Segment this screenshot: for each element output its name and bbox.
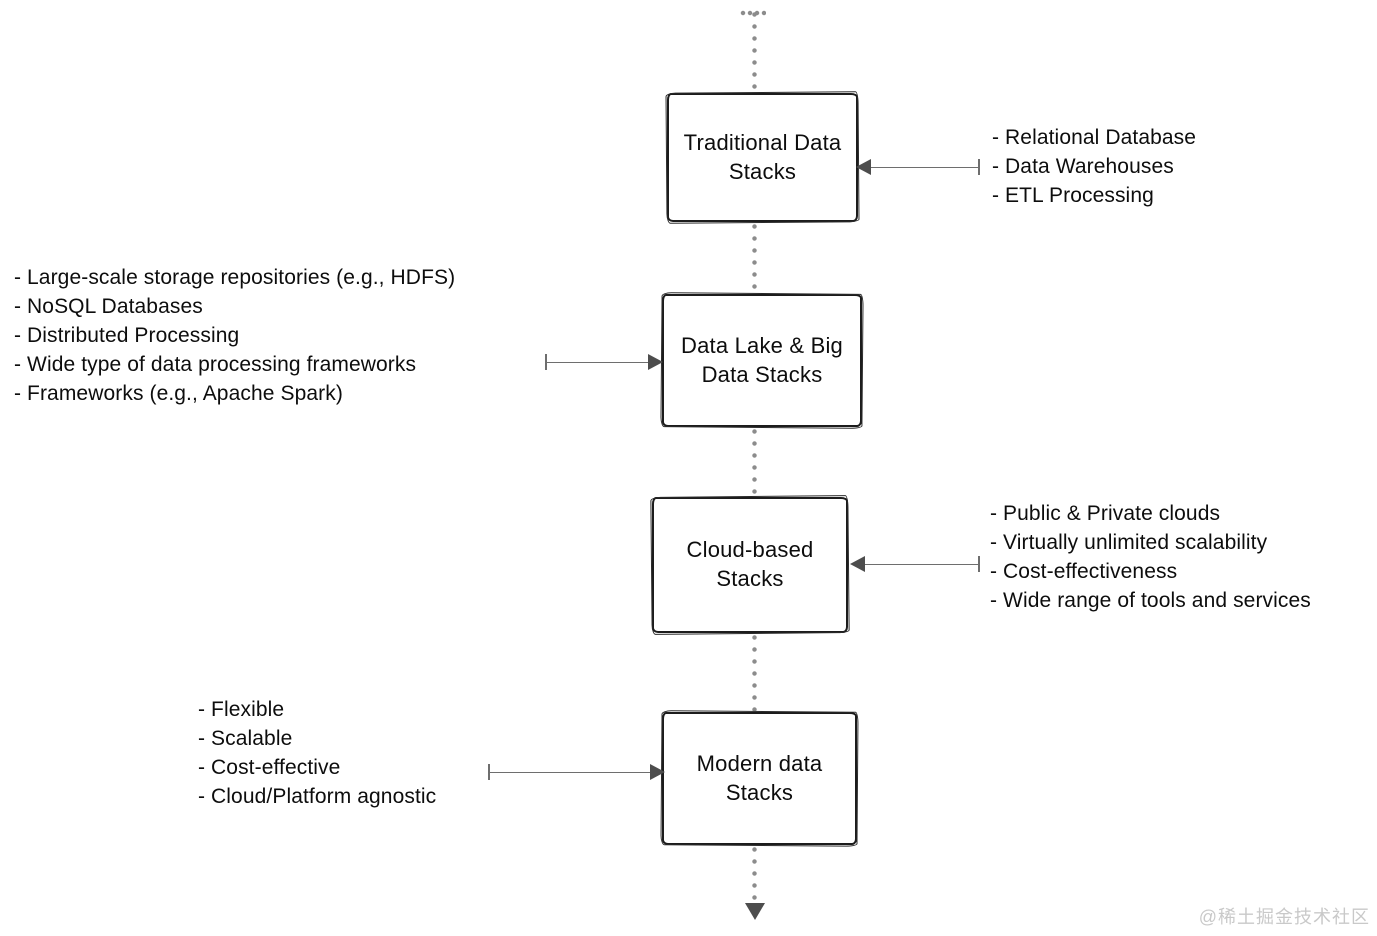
node-label: Cloud-based Stacks — [686, 537, 814, 591]
dotted-connector-segment — [752, 429, 757, 496]
arrow-to-data-lake-stacks — [545, 354, 663, 370]
arrow-to-traditional-data-stacks — [856, 159, 980, 175]
annotation-item: - Data Warehouses — [992, 155, 1174, 178]
annotation-item: - Cloud/Platform agnostic — [198, 785, 437, 808]
arrow-to-cloud-based-stacks — [850, 556, 980, 572]
annotation-list-traditional: - Relational Database - Data Warehouses … — [992, 123, 1196, 210]
arrow-down-icon — [745, 903, 765, 920]
annotation-item: - Virtually unlimited scalability — [990, 531, 1268, 554]
arrow-shaft — [865, 563, 978, 565]
annotation-list-data-lake: - Large-scale storage repositories (e.g.… — [14, 263, 455, 408]
annotation-item: - Frameworks (e.g., Apache Spark) — [14, 382, 343, 405]
watermark: @稀土掘金技术社区 — [1198, 907, 1370, 927]
arrow-tail-tick — [978, 159, 980, 175]
node-label: Modern data Stacks — [696, 750, 823, 805]
dotted-connector-segment — [752, 635, 757, 711]
node-cloud-based-stacks: Cloud-based Stacks — [652, 497, 848, 633]
dotted-connector-segment — [752, 12, 757, 92]
arrow-tail-tick — [545, 354, 547, 370]
dotted-connector-segment — [752, 847, 757, 904]
arrowhead-left-icon — [850, 556, 865, 572]
node-label: Traditional Data Stacks — [683, 129, 842, 184]
arrowhead-left-icon — [856, 159, 871, 175]
annotation-item: - Wide range of tools and services — [990, 589, 1311, 612]
arrow-tail-tick — [978, 556, 980, 572]
arrow-shaft — [871, 166, 978, 168]
arrowhead-right-icon — [648, 354, 663, 370]
annotation-item: - ETL Processing — [992, 184, 1154, 207]
annotation-item: - Wide type of data processing framework… — [14, 353, 417, 376]
annotation-list-cloud-based: - Public & Private clouds - Virtually un… — [990, 499, 1311, 615]
arrow-tail-tick — [488, 764, 490, 780]
annotation-item: - Scalable — [198, 727, 293, 750]
arrow-shaft — [490, 771, 650, 773]
node-label: Data Lake & Big Data Stacks — [681, 332, 843, 387]
node-modern-data-stacks: Modern data Stacks — [662, 712, 857, 845]
dotted-connector-segment — [752, 224, 757, 293]
annotation-item: - Flexible — [198, 698, 285, 721]
annotation-item: - Public & Private clouds — [990, 502, 1221, 525]
annotation-item: - Distributed Processing — [14, 324, 240, 347]
arrowhead-right-icon — [650, 764, 665, 780]
annotation-item: - Cost-effectiveness — [990, 560, 1178, 583]
arrow-to-modern-data-stacks — [488, 764, 665, 780]
node-data-lake-big-data-stacks: Data Lake & Big Data Stacks — [662, 294, 862, 427]
node-traditional-data-stacks: Traditional Data Stacks — [667, 93, 858, 222]
arrow-shaft — [547, 361, 648, 363]
annotation-item: - Large-scale storage repositories (e.g.… — [14, 266, 456, 289]
annotation-list-modern: - Flexible - Scalable - Cost-effective -… — [198, 695, 436, 811]
annotation-item: - Relational Database — [992, 126, 1197, 149]
annotation-item: - NoSQL Databases — [14, 295, 203, 318]
annotation-item: - Cost-effective — [198, 756, 341, 779]
